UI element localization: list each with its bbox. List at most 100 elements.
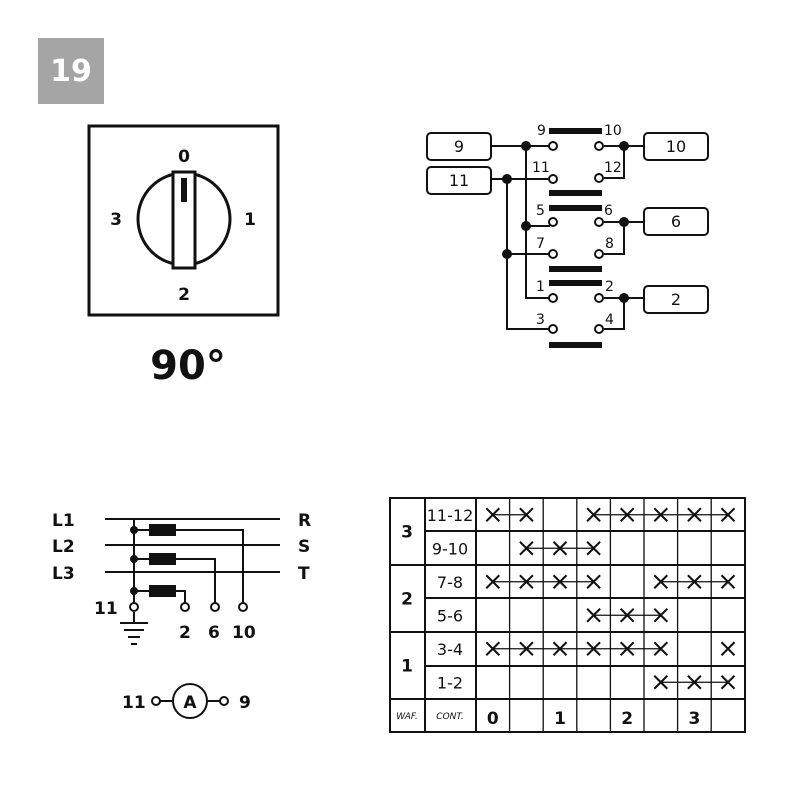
terminal-box-2 <box>643 285 709 314</box>
line-label-L2: L2 <box>52 537 75 557</box>
junction-dot <box>130 587 138 595</box>
terminal-circle <box>210 602 220 612</box>
terminal-label-6: 6 <box>671 212 681 231</box>
position-label-3: 3 <box>110 210 122 230</box>
terminal-label-10: 10 <box>666 137 686 156</box>
contact-bridge <box>549 280 602 286</box>
contact-number: 5 <box>536 203 545 219</box>
contact-closed-mark <box>552 541 568 556</box>
contact-closed-mark <box>586 608 601 623</box>
contact-number: 7 <box>536 236 545 252</box>
contact-bridges <box>549 128 602 348</box>
junction-dot <box>619 293 629 303</box>
contact-number: 11 <box>532 160 550 176</box>
contact-bridge <box>549 190 602 196</box>
wire-4 <box>604 298 625 330</box>
contact-label: 5-6 <box>437 606 463 625</box>
contact-closed-mark <box>720 507 736 522</box>
wire-12 <box>604 146 625 179</box>
knob-pointer <box>171 170 197 270</box>
contact-closed-mark <box>485 641 501 656</box>
contact-bridge <box>549 205 602 211</box>
position-header: 3 <box>688 709 700 729</box>
position-header: 2 <box>621 709 633 729</box>
junction-dot <box>502 174 512 184</box>
contact-closed-mark <box>519 641 534 656</box>
ammeter-circuit: L1 L2 L3 R S T 11 2 6 10 11 A 9 <box>52 511 311 719</box>
contact-closed-mark <box>586 541 601 556</box>
terminal-label-9: 9 <box>454 137 464 156</box>
ammeter-terminal-left: 11 <box>122 693 146 713</box>
contact-label: 7-8 <box>437 573 463 592</box>
contact-terminal <box>548 293 558 303</box>
ammeter-symbol <box>172 683 208 719</box>
current-transformer <box>149 553 176 565</box>
contact-closed-mark <box>687 507 702 522</box>
junction-dot <box>521 221 531 231</box>
phase-label-R: R <box>298 511 311 531</box>
wafer-label: 3 <box>401 523 413 543</box>
terminal-label-6: 6 <box>208 623 220 643</box>
contact-number: 8 <box>605 236 614 252</box>
contact-closed-mark <box>720 574 736 589</box>
contact-bridge <box>549 266 602 272</box>
switching-angle: 90° <box>150 343 226 389</box>
contact-closed-mark <box>720 675 736 690</box>
wire-bus-left-low <box>525 226 550 299</box>
grid-line <box>390 564 745 700</box>
contact-closed-mark <box>619 641 635 656</box>
contact-closed-mark <box>687 574 702 589</box>
contact-label: 9-10 <box>432 539 468 558</box>
terminal-label-10: 10 <box>232 623 256 643</box>
position-header: 0 <box>487 709 499 729</box>
contact-closed-mark <box>720 641 736 656</box>
contact-closed-mark <box>619 507 635 522</box>
contact-number: 4 <box>605 312 614 328</box>
line-label-L1: L1 <box>52 511 75 531</box>
contact-terminal <box>594 141 604 151</box>
junction-dot <box>130 526 138 534</box>
terminal-box-labels: 9 11 10 6 2 <box>449 137 686 309</box>
wiring-junctions <box>502 141 629 303</box>
contact-terminal <box>594 293 604 303</box>
wafer-header: WAF. <box>396 712 418 722</box>
junction-dot <box>130 555 138 563</box>
position-header: 1 <box>554 709 566 729</box>
line-label-L3: L3 <box>52 564 75 584</box>
junction-dot <box>521 141 531 151</box>
contact-number: 9 <box>537 123 546 139</box>
contact-number: 3 <box>536 312 545 328</box>
contact-terminal <box>594 249 604 259</box>
contact-terminal <box>548 141 558 151</box>
wafer-label: 2 <box>401 590 413 610</box>
contact-terminal <box>548 249 558 259</box>
contact-closed-mark <box>619 608 635 623</box>
contact-terminal <box>548 217 558 227</box>
contact-closed-mark <box>687 675 702 690</box>
ammeter-terminal-right: 9 <box>239 693 251 713</box>
wire-8 <box>604 222 625 255</box>
ground-symbol <box>120 622 148 645</box>
contact-closed-mark <box>653 608 669 623</box>
contact-closed-mark <box>552 574 568 589</box>
wiring-schematic <box>426 132 709 330</box>
switch-face-frame <box>87 124 280 317</box>
position-label-2: 2 <box>178 285 190 305</box>
contact-number: 12 <box>604 160 622 176</box>
contact-terminals <box>548 141 604 334</box>
contact-closed-mark <box>519 574 534 589</box>
contact-closed-mark <box>552 641 568 656</box>
contact-closed-mark <box>586 574 601 589</box>
terminal-circle <box>151 696 161 706</box>
terminal-label-11: 11 <box>94 599 118 619</box>
position-label-1: 1 <box>244 210 256 230</box>
terminal-circle <box>180 602 190 612</box>
knob-indicator <box>181 178 187 202</box>
table-grid <box>389 497 746 733</box>
contact-closed-mark <box>519 507 534 522</box>
contact-terminal <box>548 174 558 184</box>
phase-label-S: S <box>298 537 310 557</box>
